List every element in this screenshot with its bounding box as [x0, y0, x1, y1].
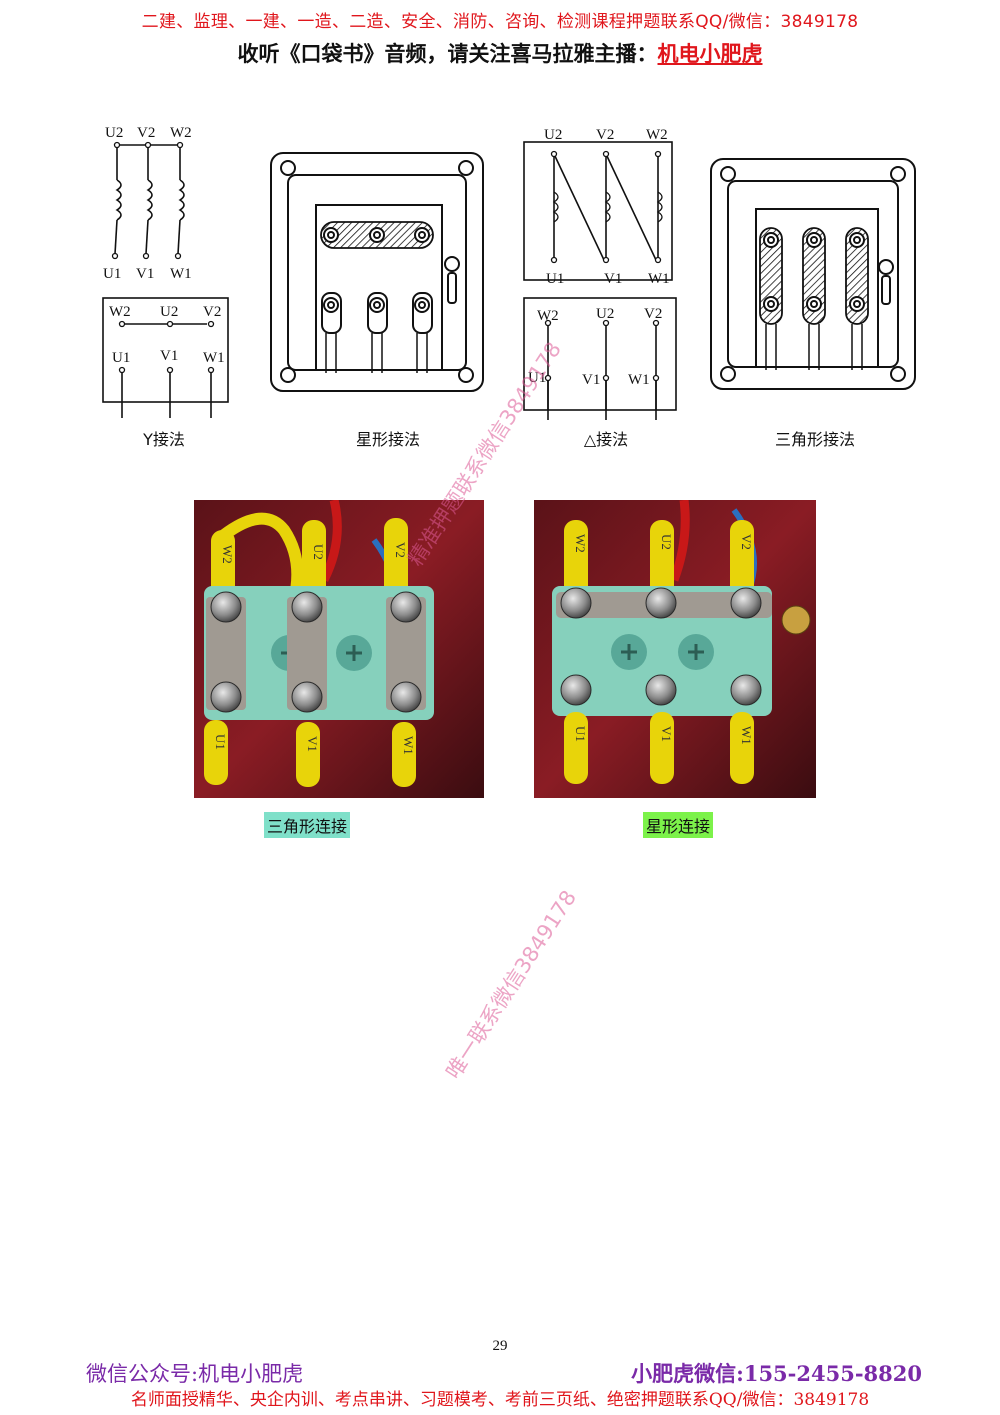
wire-label: V2	[739, 534, 754, 550]
header-subtitle: 收听《口袋书》音频，请关注喜马拉雅主播：机电小肥虎	[0, 38, 1000, 68]
d-bottom-label: V1	[604, 271, 622, 287]
wire-label: V2	[393, 542, 408, 558]
photo-delta-connection: W2 U2 V2 U1 V1 W1	[194, 500, 484, 798]
page-number: 29	[492, 1338, 508, 1354]
caption-delta-wiring: △接法	[583, 430, 629, 449]
y-top-label: V2	[137, 125, 155, 141]
d-top-label: V2	[596, 127, 614, 143]
d-top-label: W2	[646, 127, 668, 143]
delta-wiring-diagram: U2 V2 W2 U1 V1 W1 W2 U2 V2 U1 V1 W1	[523, 127, 677, 420]
header-contact-line: 二建、监理、一建、一造、二造、安全、消防、咨询、检测课程押题联系QQ/微信：38…	[141, 12, 859, 32]
y-top-label: W2	[170, 125, 192, 141]
y-box-top-label: W2	[109, 304, 131, 320]
wire-label: W1	[739, 726, 754, 745]
wire-label: U1	[213, 734, 228, 750]
wire-label: W2	[573, 534, 588, 553]
caption-star-photo: 星形连接	[643, 812, 714, 838]
d-bottom-label: U1	[546, 271, 564, 287]
caption-star-box: 星形接法	[355, 430, 421, 449]
d-box-bottom-label: V1	[582, 372, 600, 388]
d-box-top-label: U2	[596, 306, 614, 322]
wire-label: U2	[659, 534, 674, 550]
wire-label: U2	[311, 544, 326, 560]
d-box-top-label: V2	[644, 306, 662, 322]
watermark-low: 唯一联系微信3849178	[441, 886, 582, 1084]
caption-y-wiring: Y接法	[143, 430, 185, 449]
y-box-bottom-label: U1	[112, 350, 130, 366]
caption-delta-photo: 三角形连接	[264, 812, 351, 838]
y-box-bottom-label: W1	[203, 350, 225, 366]
y-box-top-label: U2	[160, 304, 178, 320]
wire-label: V1	[659, 726, 674, 742]
caption-delta-box: 三角形接法	[774, 430, 856, 449]
wire-label: U1	[573, 726, 588, 742]
d-box-top-label: W2	[537, 308, 559, 324]
wire-label: W1	[401, 736, 416, 755]
footer-wechat-phone: 小肥虎微信:155-2455-8820	[631, 1361, 922, 1386]
star-terminal-box	[270, 152, 484, 392]
y-bottom-label: U1	[103, 266, 121, 282]
d-top-label: U2	[544, 127, 562, 143]
wire-label: W2	[220, 545, 235, 564]
d-box-bottom-label: W1	[628, 372, 650, 388]
wire-label: V1	[305, 736, 320, 752]
y-box-bottom-label: V1	[160, 348, 178, 364]
footer-wechat-account: 微信公众号:机电小肥虎	[86, 1362, 304, 1386]
photo-star-connection: W2 U2 V2 U1 V1 W1	[534, 500, 816, 798]
y-bottom-label: W1	[170, 266, 192, 282]
y-top-label: U2	[105, 125, 123, 141]
subtitle-prefix: 收听《口袋书》音频，请关注喜马拉雅主播：	[237, 41, 658, 66]
d-bottom-label: W1	[648, 271, 670, 287]
delta-terminal-box	[710, 158, 916, 390]
y-box-top-label: V2	[203, 304, 221, 320]
y-wiring-diagram: U2 V2 W2 U1 V1 W1 W2 U2 V2 U1 V1 W1	[102, 125, 229, 418]
footer-contact-line: 名师面授精华、央企内训、考点串讲、习题模考、考前三页纸、绝密押题联系QQ/微信：…	[130, 1390, 870, 1410]
d-box-bottom-label: U1	[528, 370, 546, 386]
host-link[interactable]: 机电小肥虎	[657, 41, 763, 66]
y-bottom-label: V1	[136, 266, 154, 282]
